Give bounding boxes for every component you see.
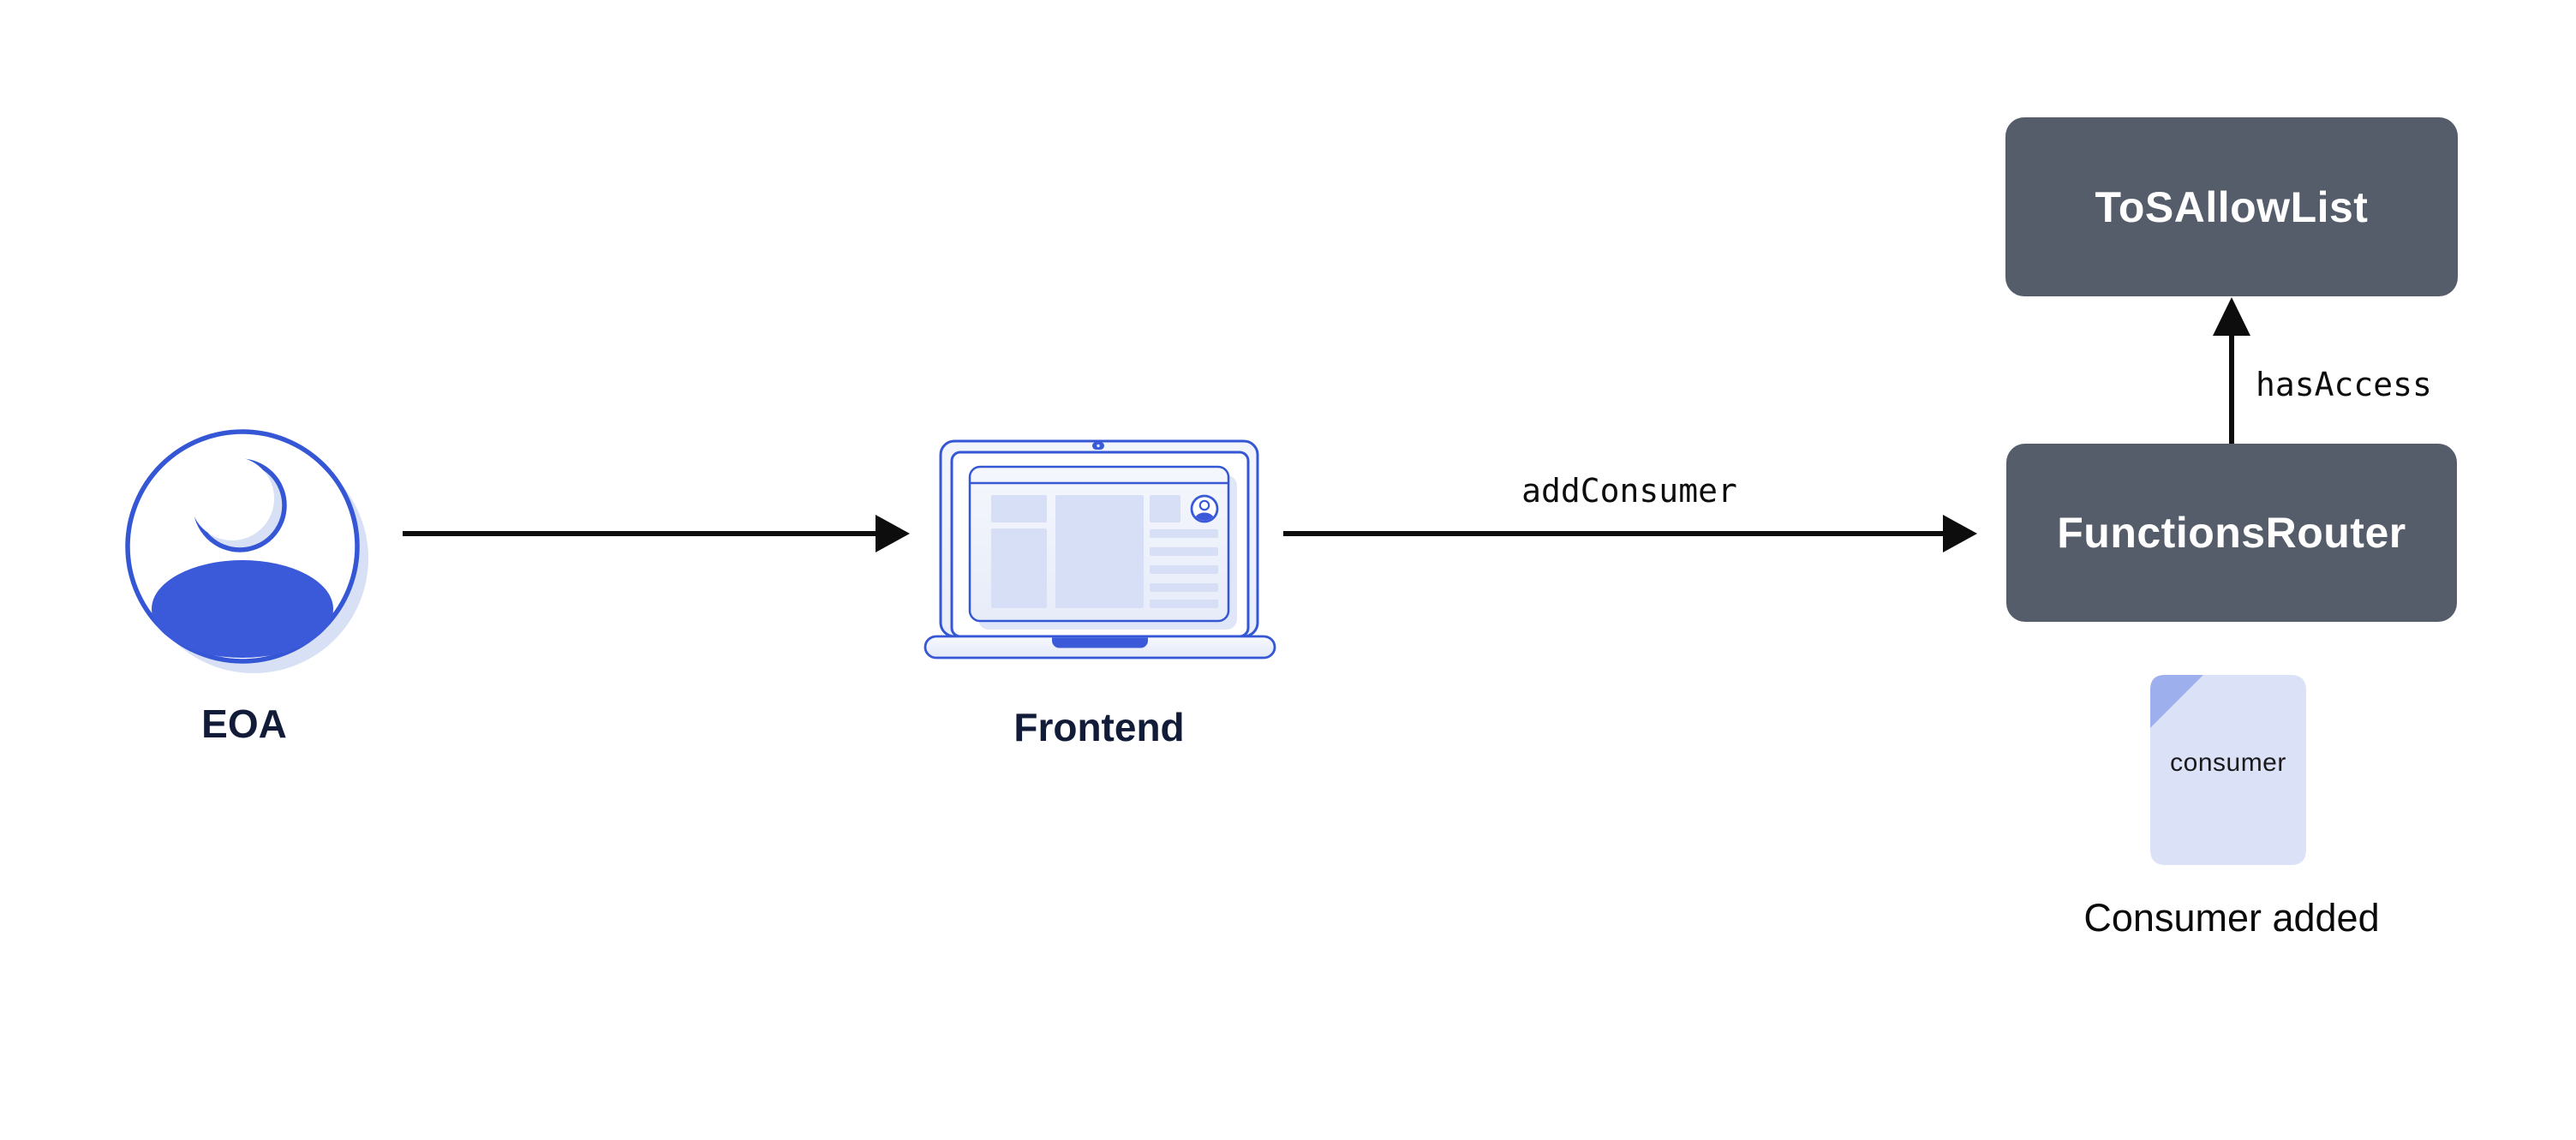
- tosallowlist-box: ToSAllowList: [2005, 117, 2458, 296]
- eoa-label: EOA: [201, 701, 287, 746]
- tosallowlist-label: ToSAllowList: [2095, 182, 2369, 231]
- consumer-file-label: consumer: [2170, 749, 2286, 777]
- arrowhead-icon: [876, 515, 910, 552]
- consumer-document: consumer: [2150, 675, 2306, 865]
- document-icon: [2150, 675, 2306, 865]
- consumer-added-caption: Consumer added: [2083, 896, 2380, 940]
- hasaccess-edge-label: hasAccess: [2256, 366, 2432, 403]
- arrowhead-icon: [1943, 515, 1977, 552]
- user-avatar-icon: [125, 429, 368, 673]
- functionsrouter-box: FunctionsRouter: [2006, 444, 2457, 622]
- arrowhead-icon: [2213, 297, 2250, 336]
- addconsumer-edge-label: addConsumer: [1521, 472, 1737, 510]
- functionsrouter-label: FunctionsRouter: [2057, 509, 2406, 557]
- laptop-icon: [923, 439, 1276, 660]
- frontend-label: Frontend: [1013, 705, 1185, 749]
